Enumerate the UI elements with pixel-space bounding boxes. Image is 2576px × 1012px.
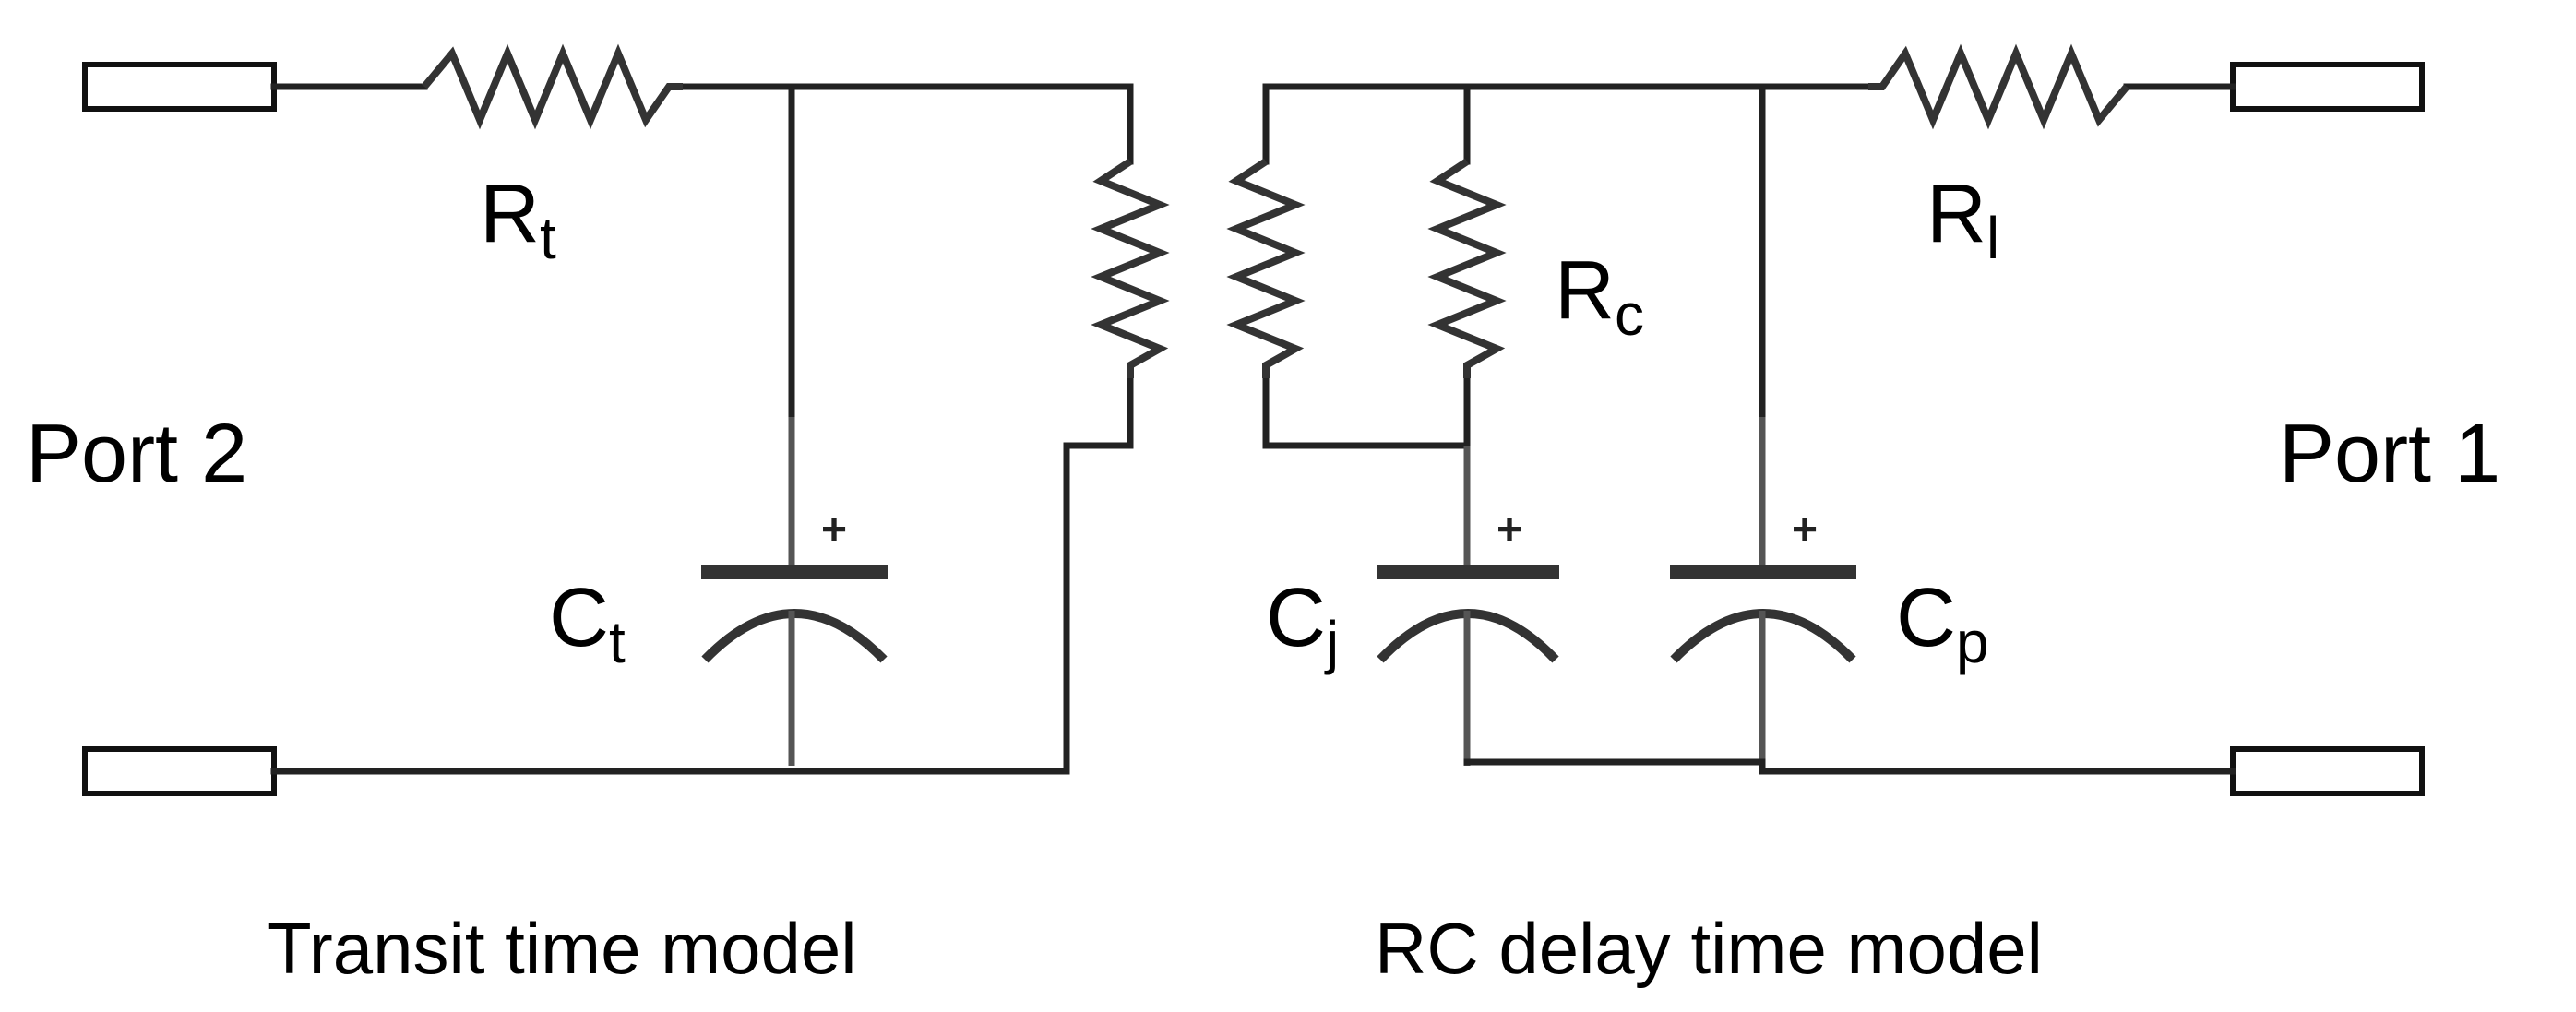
caption-rc-delay-time-model: RC delay time model xyxy=(1375,908,2043,989)
cj-symbol: C xyxy=(1266,572,1326,664)
resistor-rt xyxy=(421,43,683,130)
resistor-rc xyxy=(1427,158,1507,378)
port2-label: Port 2 xyxy=(26,408,247,500)
port1-label: Port 1 xyxy=(2279,408,2500,500)
ct-symbol: C xyxy=(549,572,609,664)
left-bottom-wire xyxy=(270,442,1134,775)
left-coupling-resistor xyxy=(1091,158,1170,378)
port2-top-terminal xyxy=(82,62,277,112)
caption-transit-time-model: Transit time model xyxy=(268,908,857,989)
cj-label: Cj xyxy=(1266,572,1339,675)
cj-subscript: j xyxy=(1324,609,1339,675)
rt-symbol: R xyxy=(480,168,540,260)
rl-symbol: R xyxy=(1926,168,1986,260)
port1-bottom-terminal xyxy=(2230,746,2425,796)
rt-subscript: t xyxy=(540,205,556,271)
cp-subscript: p xyxy=(1956,609,1989,675)
rt-label: Rt xyxy=(480,168,556,271)
rc-label: Rc xyxy=(1555,244,1644,348)
ct-label: Ct xyxy=(549,572,626,675)
port1-top-terminal xyxy=(2230,62,2425,112)
rc-symbol: R xyxy=(1555,244,1615,337)
cp-label: Cp xyxy=(1896,572,1989,675)
cp-plus-sign: + xyxy=(1792,506,1818,554)
port2-bottom-terminal xyxy=(82,746,277,796)
rc-subscript: c xyxy=(1615,281,1644,348)
resistor-rl xyxy=(1868,43,2130,130)
right-bottom-wire xyxy=(1463,758,2236,775)
right-coupling-resistor xyxy=(1226,158,1306,378)
rl-subscript: l xyxy=(1986,205,1999,271)
rl-label: Rl xyxy=(1926,168,1999,271)
right-coupling-leads xyxy=(1262,83,1471,449)
cp-symbol: C xyxy=(1896,572,1956,664)
ct-subscript: t xyxy=(609,609,626,675)
cj-plus-sign: + xyxy=(1497,506,1522,554)
rc-delay-time-model xyxy=(1226,43,2236,775)
ct-plus-sign: + xyxy=(821,506,847,554)
transit-time-model xyxy=(270,43,1170,775)
